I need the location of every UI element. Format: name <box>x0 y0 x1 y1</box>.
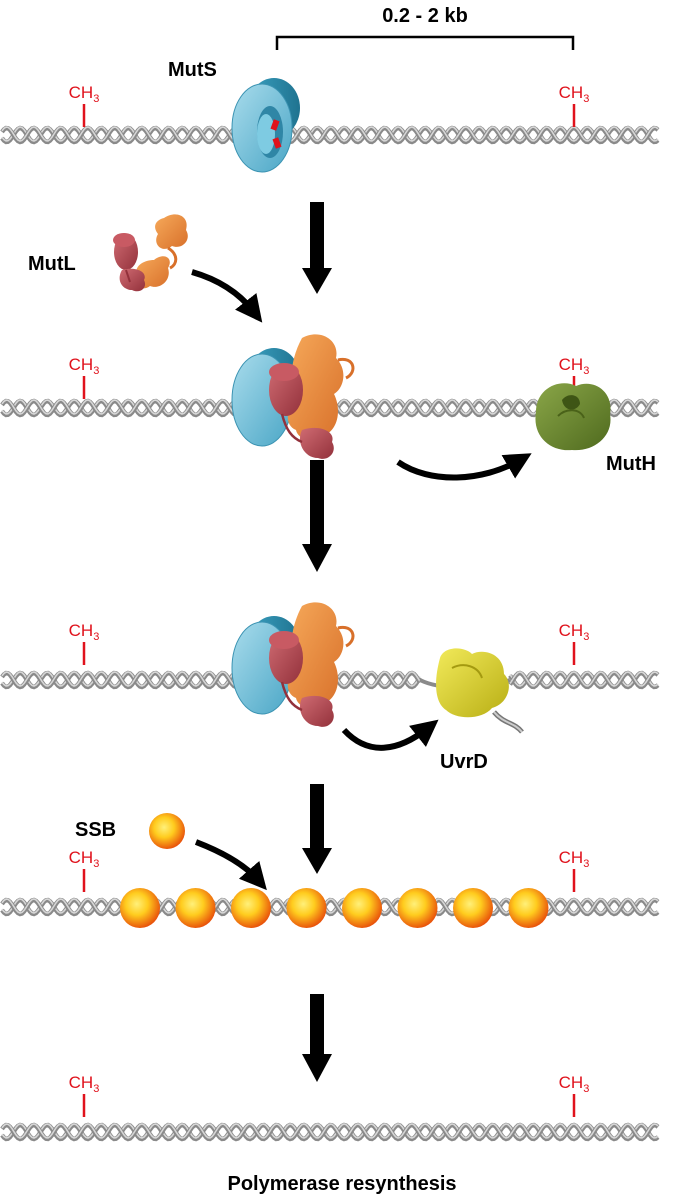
svg-text:CH3: CH3 <box>559 621 590 643</box>
svg-text:CH3: CH3 <box>559 848 590 870</box>
svg-text:CH3: CH3 <box>69 621 100 643</box>
down-arrow <box>302 994 332 1082</box>
ssb-protein <box>149 813 185 849</box>
svg-text:CH3: CH3 <box>559 355 590 377</box>
methyl-mark: CH3 <box>69 621 100 665</box>
dna-strand-highlight <box>1 898 659 914</box>
methyl-mark: CH3 <box>559 1073 590 1117</box>
methyl-mark: CH3 <box>69 83 100 127</box>
methyl-mark: CH3 <box>69 848 100 892</box>
uvrd-protein <box>436 648 524 734</box>
methyl-group: CH3 CH3 CH3 CH3 CH3 CH3 CH3 CH3 <box>69 83 590 1117</box>
ssb-sphere <box>175 888 216 928</box>
ssb-sphere <box>342 888 382 928</box>
dna-strand-highlight <box>1 1123 659 1139</box>
muts-mutl-complex <box>231 602 355 727</box>
dna-strand-highlight <box>509 671 659 687</box>
curved-arrow <box>396 453 532 481</box>
down-arrow <box>302 460 332 572</box>
muts-label: MutS <box>168 59 217 81</box>
curved-arrow <box>191 269 263 323</box>
ssb-row <box>120 888 549 928</box>
mutl-protein <box>113 214 188 292</box>
ssb-sphere <box>397 888 438 928</box>
ssb-sphere <box>453 888 493 928</box>
ssb-sphere <box>231 888 271 928</box>
methyl-mark: CH3 <box>559 848 590 892</box>
dna-strand-highlight <box>1 671 421 687</box>
span-label: 0.2 - 2 kb <box>382 5 468 27</box>
mutl-label: MutL <box>28 253 76 275</box>
ssb-sphere <box>286 888 327 928</box>
muth-label: MutH <box>606 453 656 475</box>
svg-text:CH3: CH3 <box>559 83 590 105</box>
span-bracket: 0.2 - 2 kb <box>275 5 575 50</box>
muts-protein <box>231 78 300 173</box>
dna-strand-highlight <box>1 898 659 914</box>
dna-strand-highlight <box>1 126 659 142</box>
down-arrow <box>302 784 332 874</box>
svg-text:CH3: CH3 <box>559 1073 590 1095</box>
dna-strand-highlight <box>1 1123 659 1139</box>
ssb-sphere <box>508 888 549 928</box>
uvrd-label: UvrD <box>440 751 488 773</box>
svg-text:CH3: CH3 <box>69 848 100 870</box>
methyl-mark: CH3 <box>559 621 590 665</box>
dna-strand-highlight <box>1 126 659 142</box>
down-arrow <box>302 202 332 294</box>
methyl-mark: CH3 <box>559 83 590 127</box>
methyl-mark: CH3 <box>69 355 100 399</box>
methyl-mark: CH3 <box>69 1073 100 1117</box>
ssb-label: SSB <box>75 819 116 841</box>
svg-text:CH3: CH3 <box>69 1073 100 1095</box>
caption: Polymerase resynthesis <box>227 1173 456 1195</box>
curved-arrow <box>194 839 267 891</box>
muth-protein <box>535 383 611 451</box>
svg-text:CH3: CH3 <box>69 355 100 377</box>
svg-text:CH3: CH3 <box>69 83 100 105</box>
curved-arrow <box>341 719 439 751</box>
ssb-sphere <box>120 888 160 928</box>
muts-mutl-complex <box>231 334 355 459</box>
